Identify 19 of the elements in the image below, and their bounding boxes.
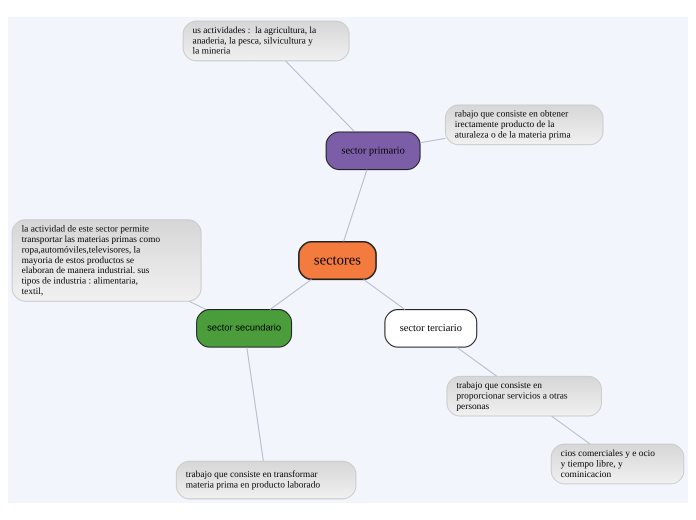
connector [420, 138, 446, 144]
node-box: cios comerciales y e ocio y tiempo libre, y cominicacion [550, 444, 684, 484]
connector [246, 347, 264, 461]
connector [189, 300, 206, 310]
node-box: sector primario [326, 131, 421, 170]
node-box: us actividades : la agricultura, la anaderia, la pesca, silvicultura y la mineria [182, 20, 350, 62]
connector [456, 346, 497, 377]
connector [343, 170, 368, 242]
node-box: trabajo que consiste en transformar materia prima en producto laborado [176, 460, 356, 500]
node-box: sector terciario [384, 309, 478, 348]
connector [363, 279, 406, 310]
connector [270, 279, 312, 310]
node-box: la actividad de este sector permite transportar las materias primas como ropa,automóviles,televisores, la mayoria de estos productos se elaboran de manera industrial. sus tipos de industria : alimentaria, textil, [12, 219, 202, 302]
node-box: sector secundario [196, 309, 292, 348]
node-box: trabajo que consiste en proporcionar servicios a otras personas [446, 376, 602, 417]
node-box: rabajo que consiste en obtener irectamente producto de la aturaleza o de la materia prima [444, 104, 604, 146]
connector [285, 60, 355, 132]
connector [551, 416, 591, 445]
node-box: sectores [298, 240, 377, 280]
